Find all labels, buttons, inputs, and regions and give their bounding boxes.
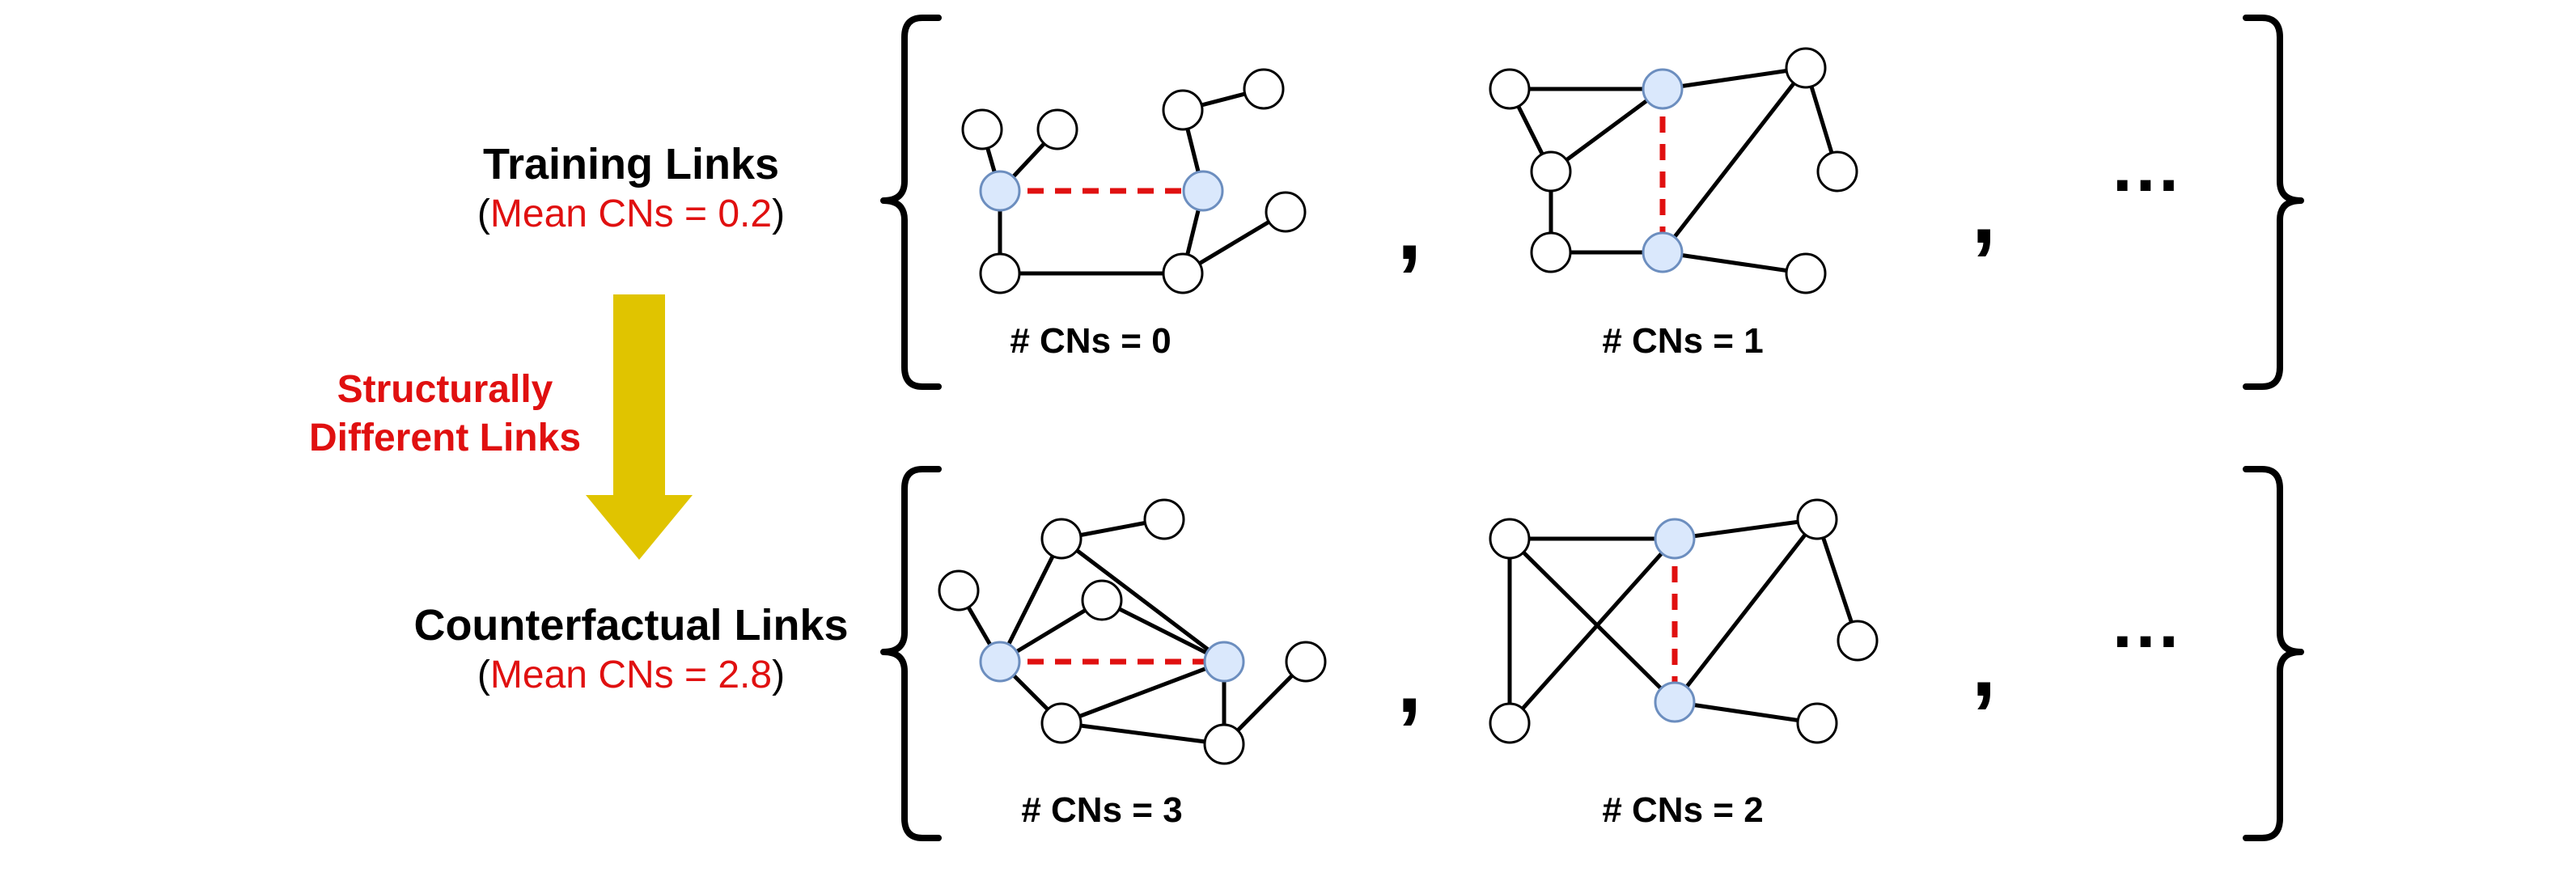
graph-edge: [998, 537, 1064, 663]
counterfactual-mean-cns: Mean CNs = 2.8: [489, 654, 773, 696]
separator-comma: ,: [1397, 179, 1422, 278]
graph-1-1: [1489, 498, 1879, 744]
caption-graph-0-0: # CNs = 0: [1010, 321, 1171, 361]
target-node: [1642, 68, 1684, 110]
target-node: [1182, 170, 1224, 212]
training-links-mean: (Mean CNs = 0.2): [477, 193, 786, 235]
graph-node: [1489, 518, 1531, 560]
training-links-label: Training Links (Mean CNs = 0.2): [388, 139, 874, 239]
ellipsis: …: [2109, 582, 2182, 663]
down-arrow-icon: [586, 294, 693, 560]
graph-node: [1040, 518, 1083, 560]
graph-node: [1243, 68, 1285, 110]
graph-node: [1489, 68, 1531, 110]
graph-node: [1796, 702, 1838, 744]
graph-node: [979, 252, 1021, 294]
target-node: [979, 641, 1021, 683]
graph-edge: [1508, 537, 1676, 725]
graph-edge: [1674, 517, 1818, 541]
graph-node: [1285, 641, 1327, 683]
target-node: [979, 170, 1021, 212]
graph-edge: [1549, 87, 1664, 174]
graph-edge: [1508, 537, 1676, 704]
caption-graph-0-1: # CNs = 1: [1602, 321, 1763, 361]
structurally-different-label: Structurally Different Links: [308, 368, 582, 459]
left-brace-top: [880, 15, 942, 390]
graph-edge: [1674, 700, 1818, 726]
graph-edge: [1815, 518, 1860, 641]
graph-edge: [1061, 659, 1225, 726]
graph-node: [1837, 620, 1879, 662]
graph-node: [1265, 191, 1307, 233]
graph-edge: [1662, 250, 1807, 276]
graph-node: [1036, 108, 1078, 150]
graphs-layer: [938, 47, 1879, 765]
training-links-title: Training Links: [482, 140, 780, 188]
target-node: [1203, 641, 1245, 683]
graph-node: [1143, 498, 1185, 540]
graph-0-1: [1489, 47, 1858, 294]
counterfactual-links-mean: (Mean CNs = 2.8): [477, 654, 786, 696]
separator-comma: ,: [1972, 163, 1997, 262]
graph-node: [938, 569, 980, 612]
caption-graph-1-0: # CNs = 3: [1021, 790, 1182, 830]
separator-comma: ,: [1397, 632, 1422, 731]
graph-edge: [1061, 721, 1225, 747]
training-mean-cns: Mean CNs = 0.2: [489, 193, 773, 235]
graph-node: [1785, 47, 1827, 89]
target-node: [1654, 681, 1696, 723]
graph-edge: [1100, 598, 1226, 664]
graph-node: [1040, 702, 1083, 744]
ellipsis: …: [2109, 126, 2182, 207]
graph-1-0: [938, 498, 1327, 765]
right-brace-top: [2243, 15, 2304, 390]
counterfactual-links-title: Counterfactual Links: [413, 601, 849, 650]
graph-node: [1530, 150, 1572, 193]
graph-node: [961, 108, 1003, 150]
graph-node: [1816, 150, 1858, 193]
graph-node: [1162, 89, 1204, 131]
target-node: [1642, 231, 1684, 273]
graph-node: [1162, 252, 1204, 294]
graph-node: [1081, 579, 1123, 621]
graph-node: [1796, 498, 1838, 540]
counterfactual-links-label: Counterfactual Links (Mean CNs = 2.8): [348, 600, 914, 700]
caption-graph-1-1: # CNs = 2: [1602, 790, 1763, 830]
left-brace-bottom: [880, 466, 942, 841]
graph-node: [1489, 702, 1531, 744]
right-brace-bottom: [2243, 466, 2304, 841]
graph-edge: [1662, 66, 1807, 91]
separator-comma: ,: [1972, 616, 1997, 715]
graph-edge: [1060, 537, 1226, 663]
target-node: [1654, 518, 1696, 560]
graph-edge: [1673, 518, 1819, 704]
graph-node: [1530, 231, 1572, 273]
graph-0-0: [961, 68, 1307, 294]
graph-node: [1785, 252, 1827, 294]
graph-edge: [1661, 66, 1807, 254]
graph-node: [1203, 723, 1245, 765]
